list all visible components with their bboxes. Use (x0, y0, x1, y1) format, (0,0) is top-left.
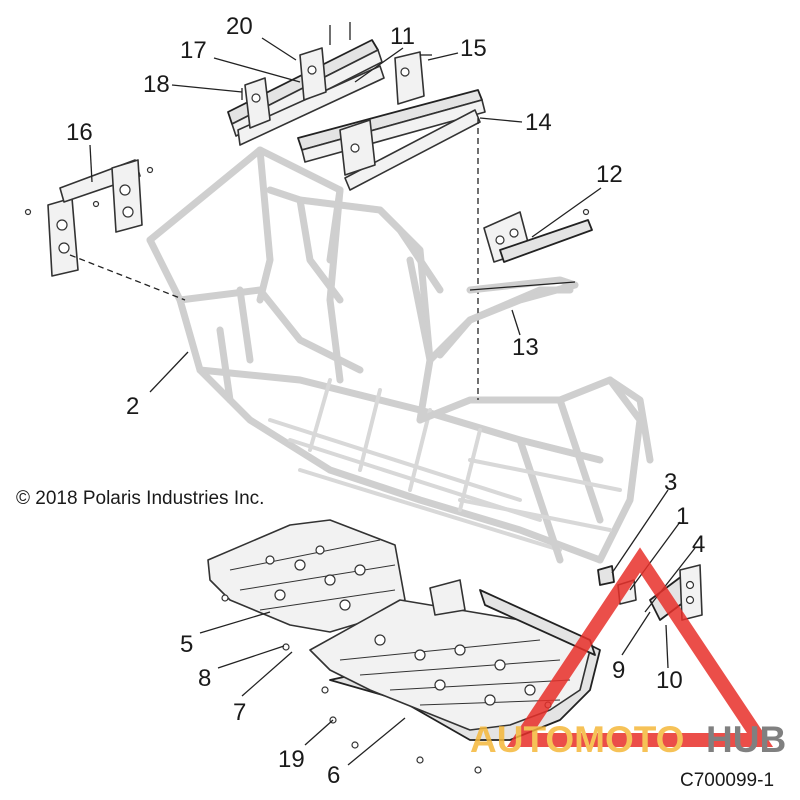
callout-8: 8 (198, 665, 211, 692)
automotohub-watermark: AUTOMOTO HUB (470, 547, 786, 760)
callout-2: 2 (126, 393, 139, 420)
callout-9: 9 (612, 657, 625, 684)
callout-labels: 20 17 18 11 15 14 16 12 13 2 3 1 4 5 8 7… (66, 13, 705, 789)
callout-19: 19 (278, 746, 305, 773)
callout-15: 15 (460, 35, 487, 62)
bar-13 (436, 276, 579, 359)
callout-5: 5 (180, 631, 193, 658)
copyright-notice: © 2018 Polaris Industries Inc. (16, 488, 264, 509)
watermark-text-hub: HUB (706, 719, 786, 760)
callout-6: 6 (327, 762, 340, 789)
main-frame (146, 146, 654, 564)
callout-12: 12 (596, 161, 623, 188)
bracket-16 (24, 159, 154, 277)
callout-14: 14 (525, 109, 552, 136)
watermark-triangle (506, 547, 774, 747)
callout-17: 17 (180, 37, 207, 64)
callout-1: 1 (676, 503, 689, 530)
callout-16: 16 (66, 119, 93, 146)
callout-11: 11 (390, 23, 415, 50)
rail-14 (297, 51, 486, 191)
figure-id: C700099-1 (680, 770, 774, 791)
callout-3: 3 (664, 469, 677, 496)
rail-17 (227, 22, 385, 146)
watermark-text-automoto: AUTOMOTO (470, 719, 684, 760)
skid-plate-5 (207, 519, 406, 633)
bracket-4 (649, 564, 703, 621)
callout-13: 13 (512, 334, 539, 361)
dash-16-to-frame (69, 254, 186, 301)
callout-7: 7 (233, 699, 246, 726)
callout-18: 18 (143, 71, 170, 98)
callout-4: 4 (692, 531, 705, 558)
callout-20: 20 (226, 13, 253, 40)
callout-10: 10 (656, 667, 683, 694)
leader-lines (89, 37, 696, 766)
bracket-12 (483, 208, 593, 263)
